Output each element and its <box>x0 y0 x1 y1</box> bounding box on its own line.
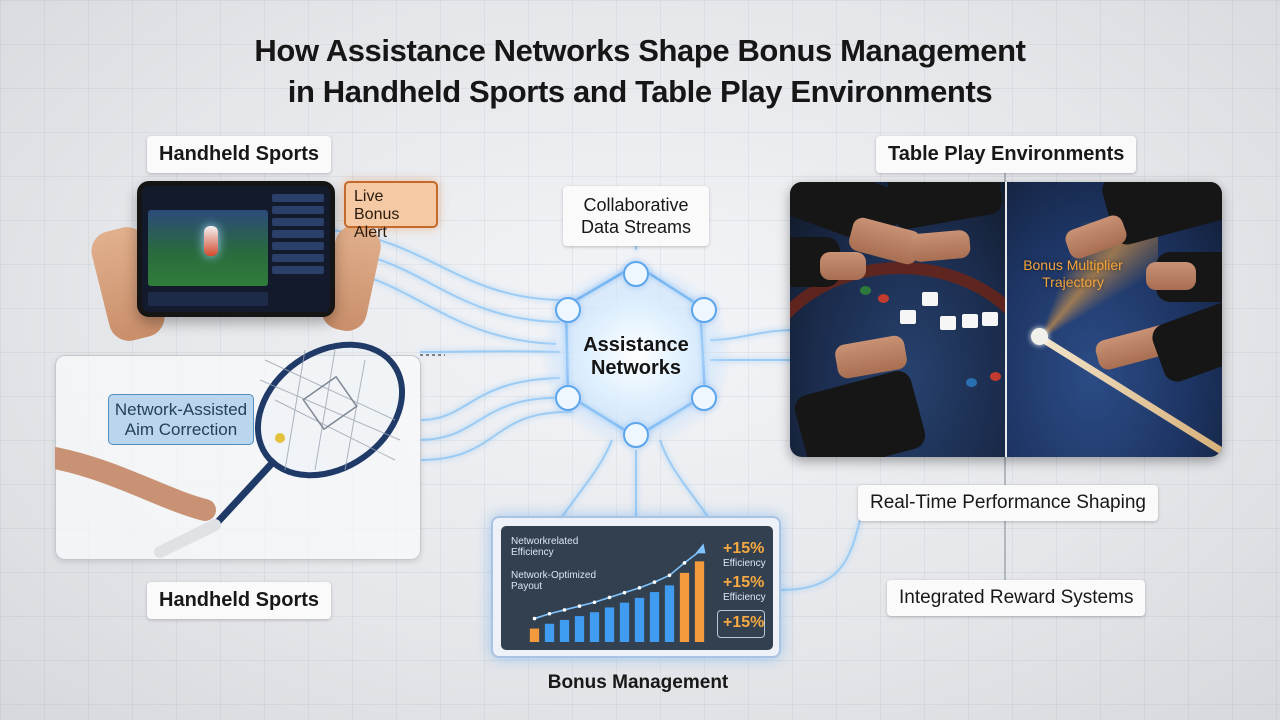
chart-bar-7 <box>619 602 630 642</box>
tablet-side-panel <box>272 194 324 278</box>
live-bonus-line-1: Live Bonus <box>354 188 400 223</box>
metric-2-line-1: Network-Optimized <box>511 570 597 581</box>
metric-2: Network-Optimized Payout <box>511 570 596 592</box>
badge-2-caption: Efficiency <box>723 592 766 603</box>
bonus-management-chart-panel: Networkrelated Efficiency Network-Optimi… <box>491 516 781 658</box>
multiplier-line-1: Bonus Multiplier <box>1023 257 1123 273</box>
chart-trend-point-2 <box>547 611 552 616</box>
chart-plot <box>529 543 706 642</box>
chart-bar-1 <box>529 628 540 642</box>
collab-line-1: Collaborative <box>583 195 689 215</box>
metric-2-line-2: Payout <box>511 581 543 592</box>
aim-line-2: Aim Correction <box>124 420 238 439</box>
hub-line-2: Networks <box>590 357 682 379</box>
live-bonus-line-2: Alert <box>354 224 387 241</box>
cue-ball <box>1031 328 1048 345</box>
tablet-illustration <box>137 181 335 317</box>
chart-trend-point-11 <box>682 561 687 565</box>
chart-trend-point-1 <box>532 616 537 621</box>
metric-1-line-1: Networkrelated <box>511 536 579 547</box>
collab-line-2: Data Streams <box>580 217 692 237</box>
bonus-management-label: Bonus Management <box>547 672 729 693</box>
chart-bar-10 <box>664 585 675 642</box>
chart-trend-point-10 <box>667 573 672 578</box>
badge-1-caption: Efficiency <box>723 558 766 569</box>
chart-bar-6 <box>604 607 615 642</box>
card-table-scene <box>790 182 1050 457</box>
bonus-chart: Networkrelated Efficiency Network-Optimi… <box>501 526 773 650</box>
table-play-label: Table Play Environments <box>876 136 1137 173</box>
badge-3-box <box>717 610 765 638</box>
assistance-networks-hub: Assistance Networks <box>560 334 712 380</box>
chart-bar-3 <box>559 619 570 642</box>
live-bonus-alert: Live Bonus Alert <box>344 181 438 241</box>
title-line-2: in Handheld Sports and Table Play Enviro… <box>287 74 993 109</box>
collaborative-data-streams-label: Collaborative Data Streams <box>563 186 709 246</box>
hub-line-1: Assistance <box>583 334 689 356</box>
title-line-1: How Assistance Networks Shape Bonus Mana… <box>254 33 1026 68</box>
chart-trend-point-4 <box>577 604 582 608</box>
metric-1: Networkrelated Efficiency <box>511 536 578 558</box>
tablet-bottom-bar <box>148 292 268 306</box>
billiard-table-scene <box>1006 182 1222 457</box>
handheld-sports-label-bottom: Handheld Sports <box>147 582 332 619</box>
table-play-photo: Bonus Multiplier Trajectory <box>790 182 1222 457</box>
chart-trend-arrow <box>695 543 706 554</box>
network-assisted-aim-correction: Network-Assisted Aim Correction <box>108 394 254 445</box>
chart-trend-line <box>534 550 700 620</box>
badge-1-value: +15% <box>723 540 765 557</box>
chart-bar-12 <box>694 561 705 642</box>
chart-bar-2 <box>544 623 555 642</box>
bonus-multiplier-trajectory-label: Bonus Multiplier Trajectory <box>1013 257 1133 291</box>
metric-1-line-2: Efficiency <box>511 547 554 558</box>
chart-bar-11 <box>679 572 690 642</box>
tennis-racket-illustration <box>55 341 406 558</box>
badge-2-value: +15% <box>723 574 765 591</box>
real-time-performance-label: Real-Time Performance Shaping <box>858 485 1158 521</box>
tablet-player-figure <box>204 226 218 256</box>
integrated-reward-systems-label: Integrated Reward Systems <box>887 580 1146 616</box>
chart-bar-9 <box>649 592 660 642</box>
chart-bar-4 <box>574 616 585 642</box>
chart-trend-point-8 <box>637 586 642 590</box>
chart-trend-point-6 <box>607 595 612 600</box>
handheld-sports-label-top: Handheld Sports <box>147 136 332 173</box>
chart-trend-point-3 <box>562 608 567 612</box>
chart-trend-point-5 <box>592 600 597 605</box>
aim-line-1: Network-Assisted <box>114 400 248 419</box>
chart-trend-point-7 <box>622 590 627 595</box>
chart-trend-point-9 <box>652 580 657 584</box>
photo-divider <box>1005 182 1007 457</box>
chart-bar-8 <box>634 597 645 642</box>
chart-bar-5 <box>589 612 600 642</box>
badge-3-value: +15% <box>723 614 765 631</box>
page-title: How Assistance Networks Shape Bonus Mana… <box>0 30 1280 112</box>
multiplier-line-2: Trajectory <box>1042 274 1104 290</box>
